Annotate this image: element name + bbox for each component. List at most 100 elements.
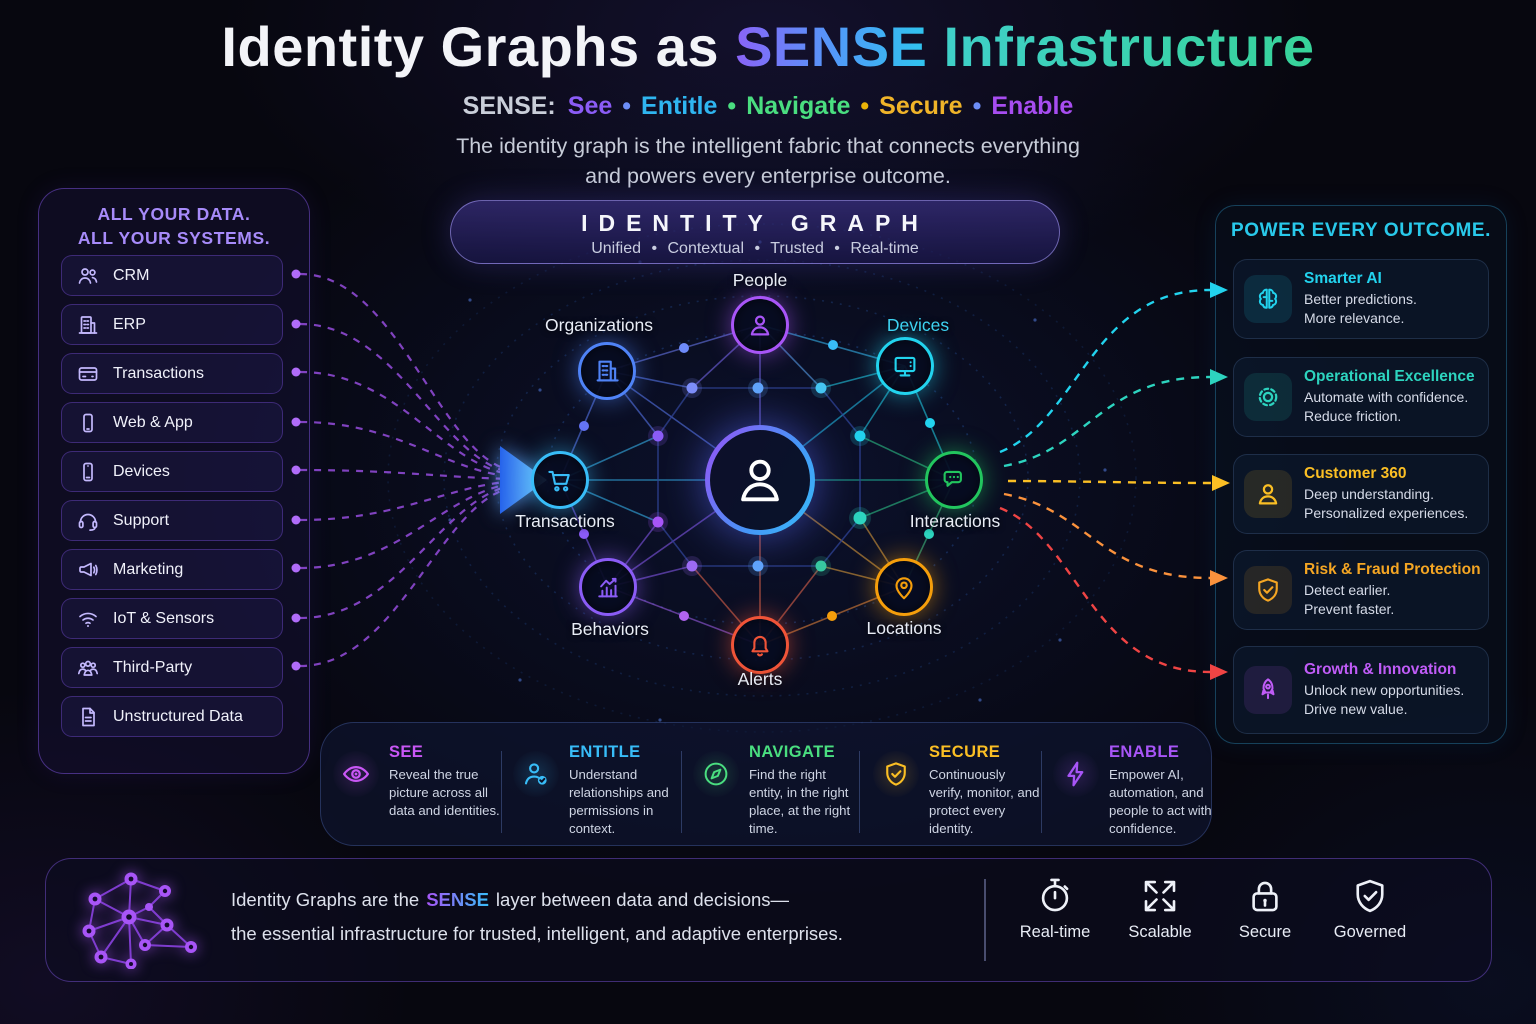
bell-icon — [751, 635, 769, 657]
divider — [1041, 751, 1042, 833]
outcomes-panel: POWER EVERY OUTCOME. Smarter AI Better p… — [1215, 205, 1507, 744]
graph-node-devices — [876, 337, 934, 395]
pillar-title: NAVIGATE — [749, 743, 836, 761]
trend-chart-icon — [598, 577, 618, 598]
outcome-card-customer-360: Customer 360 Deep understanding. Persona… — [1233, 454, 1489, 534]
sense-tagline: SENSE:See•Entitle•Navigate•Secure•Enable — [0, 92, 1536, 121]
outcomes-heading: POWER EVERY OUTCOME. — [1230, 220, 1492, 241]
gear-icon — [1244, 373, 1292, 421]
node-label-locations: Locations — [866, 618, 942, 638]
data-source-label: Web & App — [113, 413, 193, 431]
description-line1: The identity graph is the intelligent fa… — [456, 134, 1080, 158]
pillar-secure: SECURE Continuously verify, monitor, and… — [873, 735, 1043, 837]
tagline-see: See — [567, 92, 613, 120]
data-source-label: Support — [113, 511, 170, 529]
data-source-label: IoT & Sensors — [113, 609, 215, 627]
person-icon — [750, 315, 770, 336]
data-source-support: Support — [61, 500, 283, 541]
data-source-label: Transactions — [113, 364, 204, 382]
footer-statement-line2: the essential infrastructure for trusted… — [231, 923, 843, 944]
tagline-secure: Secure — [879, 92, 963, 120]
megaphone-icon — [79, 562, 98, 576]
graph-node-alerts — [731, 616, 789, 674]
padlock-icon — [1252, 881, 1278, 912]
monitor-icon — [894, 356, 916, 377]
building-icon — [78, 315, 98, 334]
graph-node-interactions — [925, 451, 983, 509]
outcome-line1: Better predictions. — [1304, 291, 1417, 307]
outcome-line2: Prevent faster. — [1304, 601, 1395, 617]
pill-title: IDENTITY GRAPH — [581, 210, 929, 236]
outcome-line2: More relevance. — [1304, 310, 1405, 326]
node-label-organizations: Organizations — [545, 315, 653, 335]
outcome-card-growth-innovation: Growth & Innovation Unlock new opportuni… — [1233, 646, 1489, 734]
data-source-unstructured: Unstructured Data — [61, 696, 283, 737]
data-source-devices: Devices — [61, 451, 283, 492]
left-flow-lines — [299, 272, 516, 668]
title-infrastructure: Infrastructure — [943, 15, 1315, 78]
pillar-description: Find the right entity, in the right plac… — [749, 767, 851, 836]
outcome-title: Growth & Innovation — [1304, 661, 1457, 678]
outcome-line1: Detect earlier. — [1304, 582, 1391, 598]
node-label-alerts: Alerts — [737, 669, 783, 689]
outcome-title: Smarter AI — [1304, 270, 1382, 287]
node-label-people: People — [732, 270, 788, 290]
network-graph-icon — [82, 872, 197, 969]
tagline-prefix: SENSE: — [462, 92, 556, 120]
data-sources-heading: ALL YOUR DATA. ALL YOUR SYSTEMS. — [39, 202, 309, 250]
pillar-description: Understand relationships and permissions… — [569, 767, 669, 836]
outcome-line1: Automate with confidence. — [1304, 389, 1469, 405]
data-source-label: Unstructured Data — [113, 707, 243, 725]
left-flow-dots — [291, 269, 301, 671]
wifi-icon — [79, 612, 97, 627]
page-title: Identity Graphs as SENSE Infrastructure — [0, 14, 1536, 79]
badge-label: Secure — [1238, 923, 1292, 941]
divider — [859, 751, 860, 833]
shield-check-icon — [873, 751, 919, 797]
pillar-navigate: NAVIGATE Find the right entity, in the r… — [693, 735, 863, 837]
badge-label: Scalable — [1128, 923, 1192, 941]
data-source-transactions: Transactions — [61, 353, 283, 394]
graph-node-people — [731, 296, 789, 354]
badge-scalable: Scalable — [1113, 875, 1207, 942]
data-source-web-app: Web & App — [61, 402, 283, 443]
outcome-title: Customer 360 — [1304, 465, 1407, 482]
person-icon — [1244, 470, 1292, 518]
person-icon — [741, 459, 779, 502]
pillar-see: SEE Reveal the true picture across all d… — [333, 735, 503, 837]
shopping-cart-icon — [548, 470, 570, 492]
pillar-title: SEE — [389, 743, 424, 761]
data-source-iot-sensors: IoT & Sensors — [61, 598, 283, 639]
identity-graph-pill: IDENTITY GRAPH Unified • Contextual • Tr… — [450, 200, 1060, 264]
graph-node-behaviors — [579, 558, 637, 616]
data-source-label: Marketing — [113, 560, 184, 578]
person-check-icon — [513, 751, 559, 797]
ingest-arrow — [500, 446, 547, 514]
node-label-devices: Devices — [886, 315, 950, 335]
shield-check-icon — [1244, 566, 1292, 614]
rocket-icon — [1244, 666, 1292, 714]
tagline-navigate: Navigate — [746, 92, 851, 120]
page-description: The identity graph is the intelligent fa… — [0, 131, 1536, 191]
compass-icon — [693, 751, 739, 797]
users-icon — [78, 267, 98, 284]
node-label-behaviors: Behaviors — [571, 619, 649, 639]
right-flow-arrowheads — [1210, 282, 1230, 680]
badge-secure: Secure — [1218, 875, 1312, 942]
pillar-enable: ENABLE Empower AI, automation, and peopl… — [1053, 735, 1223, 837]
central-identity-hub — [705, 425, 815, 535]
outcome-line2: Drive new value. — [1304, 701, 1408, 717]
pillar-description: Continuously verify, monitor, and protec… — [929, 767, 1040, 836]
graph-node-locations — [875, 558, 933, 616]
bullet: • — [622, 92, 632, 120]
tagline-enable: Enable — [991, 92, 1074, 120]
pillar-title: SECURE — [929, 743, 1001, 761]
graph-node-transactions — [531, 451, 589, 509]
title-sense: SENSE — [735, 15, 928, 78]
outcome-title: Operational Excellence — [1304, 368, 1475, 385]
stopwatch-icon — [1041, 878, 1069, 912]
node-label-interactions: Interactions — [909, 511, 1001, 531]
badge-governed: Governed — [1323, 875, 1417, 942]
heading-line2: ALL YOUR SYSTEMS. — [77, 228, 271, 248]
data-source-crm: CRM — [61, 255, 283, 296]
